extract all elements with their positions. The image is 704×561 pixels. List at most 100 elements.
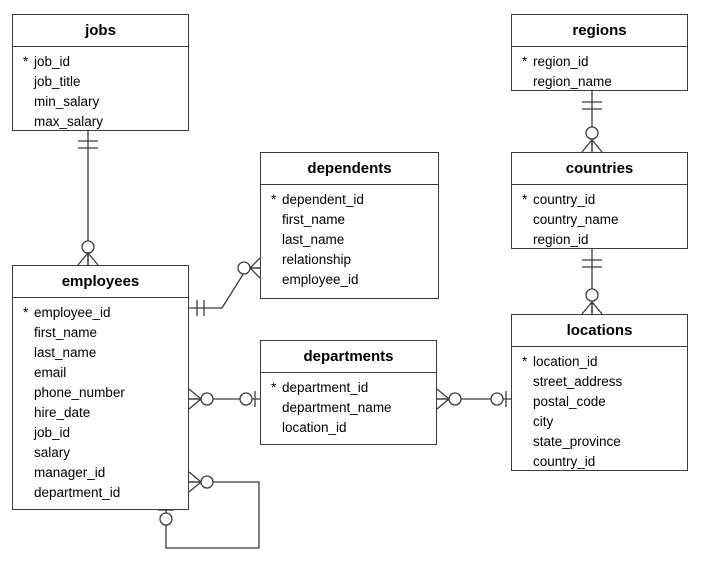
primary-key-marker-icon: *: [271, 380, 277, 395]
attribute-row: min_salary: [13, 92, 188, 112]
attribute-name: email: [34, 365, 67, 380]
relationship-employees-dependents[interactable]: [189, 257, 261, 316]
attribute-name: department_id: [282, 380, 369, 395]
attribute-row: * job_id: [13, 52, 188, 72]
attribute-name: max_salary: [34, 114, 104, 129]
attribute-row: street_address: [512, 372, 687, 392]
attribute-row: country_name: [512, 210, 687, 230]
attribute-row: region_id: [512, 230, 687, 250]
attribute-name: state_province: [533, 434, 621, 449]
entity-attributes-employees: * employee_id first_name last_name email…: [13, 298, 188, 509]
attribute-name: location_id: [282, 420, 347, 435]
entity-jobs[interactable]: jobs * job_id job_title min_salary max_s…: [12, 14, 189, 131]
attribute-row: relationship: [261, 250, 438, 270]
relationship-employees-departments[interactable]: [188, 388, 260, 410]
attribute-row: * employee_id: [13, 303, 188, 323]
attribute-name: street_address: [533, 374, 623, 389]
entity-countries[interactable]: countries * country_id country_name regi…: [511, 152, 688, 249]
attribute-name: dependent_id: [282, 192, 364, 207]
attribute-name: first_name: [282, 212, 346, 227]
attribute-name: min_salary: [34, 94, 100, 109]
entity-dependents[interactable]: dependents * dependent_id first_name las…: [260, 152, 439, 299]
attribute-row: first_name: [261, 210, 438, 230]
attribute-row: employee_id: [261, 270, 438, 290]
attribute-name: department_id: [34, 485, 121, 500]
relationship-departments-locations[interactable]: [436, 388, 511, 410]
attribute-row: department_name: [261, 398, 436, 418]
attribute-row: country_id: [512, 452, 687, 472]
attribute-row: job_title: [13, 72, 188, 92]
attribute-row: phone_number: [13, 383, 188, 403]
attribute-row: department_id: [13, 483, 188, 503]
attribute-row: * dependent_id: [261, 190, 438, 210]
entity-employees[interactable]: employees * employee_id first_name last_…: [12, 265, 189, 510]
attribute-name: manager_id: [34, 465, 106, 480]
entity-attributes-locations: * location_id street_address postal_code…: [512, 347, 687, 478]
entity-departments[interactable]: departments * department_id department_n…: [260, 340, 437, 445]
attribute-row: manager_id: [13, 463, 188, 483]
attribute-row: job_id: [13, 423, 188, 443]
primary-key-marker-icon: *: [522, 192, 528, 207]
attribute-name: region_name: [533, 74, 612, 89]
attribute-name: region_id: [533, 232, 589, 247]
attribute-row: location_id: [261, 418, 436, 438]
attribute-row: * department_id: [261, 378, 436, 398]
attribute-row: last_name: [261, 230, 438, 250]
attribute-name: city: [533, 414, 554, 429]
attribute-name: last_name: [282, 232, 345, 247]
entity-title-employees: employees: [13, 266, 188, 298]
attribute-row: region_name: [512, 72, 687, 92]
relationship-employees-manager-self[interactable]: [158, 471, 260, 549]
attribute-name: country_id: [533, 454, 596, 469]
attribute-name: employee_id: [282, 272, 359, 287]
entity-attributes-dependents: * dependent_id first_name last_name rela…: [261, 185, 438, 296]
attribute-name: hire_date: [34, 405, 91, 420]
primary-key-marker-icon: *: [23, 54, 29, 69]
entity-title-locations: locations: [512, 315, 687, 347]
primary-key-marker-icon: *: [522, 354, 528, 369]
relationship-jobs-employees[interactable]: [77, 131, 99, 266]
attribute-name: employee_id: [34, 305, 111, 320]
attribute-row: * country_id: [512, 190, 687, 210]
attribute-row: max_salary: [13, 112, 188, 132]
attribute-name: country_id: [533, 192, 596, 207]
primary-key-marker-icon: *: [23, 305, 29, 320]
entity-locations[interactable]: locations * location_id street_address p…: [511, 314, 688, 471]
entity-regions[interactable]: regions * region_id region_name: [511, 14, 688, 91]
entity-attributes-countries: * country_id country_name region_id: [512, 185, 687, 256]
attribute-row: * location_id: [512, 352, 687, 372]
entity-title-dependents: dependents: [261, 153, 438, 185]
attribute-name: postal_code: [533, 394, 606, 409]
attribute-row: salary: [13, 443, 188, 463]
entity-attributes-regions: * region_id region_name: [512, 47, 687, 98]
attribute-name: phone_number: [34, 385, 125, 400]
entity-title-departments: departments: [261, 341, 436, 373]
attribute-row: first_name: [13, 323, 188, 343]
attribute-name: region_id: [533, 54, 589, 69]
attribute-row: last_name: [13, 343, 188, 363]
attribute-row: * region_id: [512, 52, 687, 72]
relationship-countries-locations[interactable]: [581, 249, 603, 315]
attribute-name: salary: [34, 445, 71, 460]
attribute-name: job_title: [34, 74, 81, 89]
attribute-row: email: [13, 363, 188, 383]
attribute-row: city: [512, 412, 687, 432]
attribute-row: postal_code: [512, 392, 687, 412]
attribute-row: hire_date: [13, 403, 188, 423]
entity-attributes-departments: * department_id department_name location…: [261, 373, 436, 444]
attribute-name: relationship: [282, 252, 352, 267]
attribute-name: job_id: [34, 54, 71, 69]
attribute-name: country_name: [533, 212, 619, 227]
entity-title-regions: regions: [512, 15, 687, 47]
entity-title-jobs: jobs: [13, 15, 188, 47]
relationship-regions-countries[interactable]: [581, 91, 603, 153]
entity-attributes-jobs: * job_id job_title min_salary max_salary: [13, 47, 188, 138]
attribute-name: last_name: [34, 345, 97, 360]
attribute-name: job_id: [34, 425, 71, 440]
attribute-name: first_name: [34, 325, 98, 340]
attribute-name: department_name: [282, 400, 392, 415]
attribute-name: location_id: [533, 354, 598, 369]
primary-key-marker-icon: *: [522, 54, 528, 69]
